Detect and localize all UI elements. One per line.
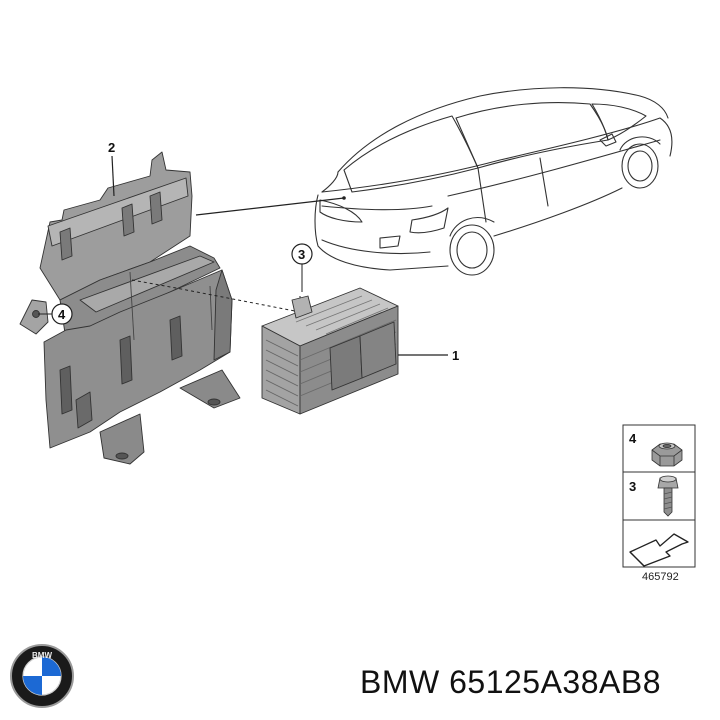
- callout-part-4-bubble: 4: [38, 303, 73, 325]
- callout-part-2: 2: [108, 140, 115, 155]
- control-module-part-1: [261, 287, 399, 415]
- bmw-logo-lettering: BMW: [32, 651, 52, 660]
- bmw-logo: BMW: [10, 644, 74, 708]
- nut-icon: [651, 442, 683, 467]
- legend-label-4: 4: [629, 431, 637, 446]
- car-outline-drawing: [314, 87, 673, 276]
- fastener-legend: 4 3 465792: [622, 424, 696, 583]
- part-number-label: BMW 65125A38AB8: [360, 664, 661, 700]
- callout-part-1: 1: [452, 348, 459, 363]
- bracket-part-2: [19, 151, 241, 465]
- leader-line-to-car: [195, 197, 345, 216]
- arrow-symbol-icon: [629, 533, 689, 567]
- callout-part-3-bubble: 3: [291, 243, 313, 292]
- callout-part-3: 3: [298, 247, 305, 262]
- assembly-dashed-line: [131, 279, 301, 313]
- diagram-id: 465792: [642, 571, 679, 583]
- leader-line-part-2: [111, 155, 115, 197]
- legend-label-3: 3: [629, 479, 636, 494]
- bolt-icon: [657, 475, 679, 517]
- callout-part-4: 4: [58, 307, 66, 322]
